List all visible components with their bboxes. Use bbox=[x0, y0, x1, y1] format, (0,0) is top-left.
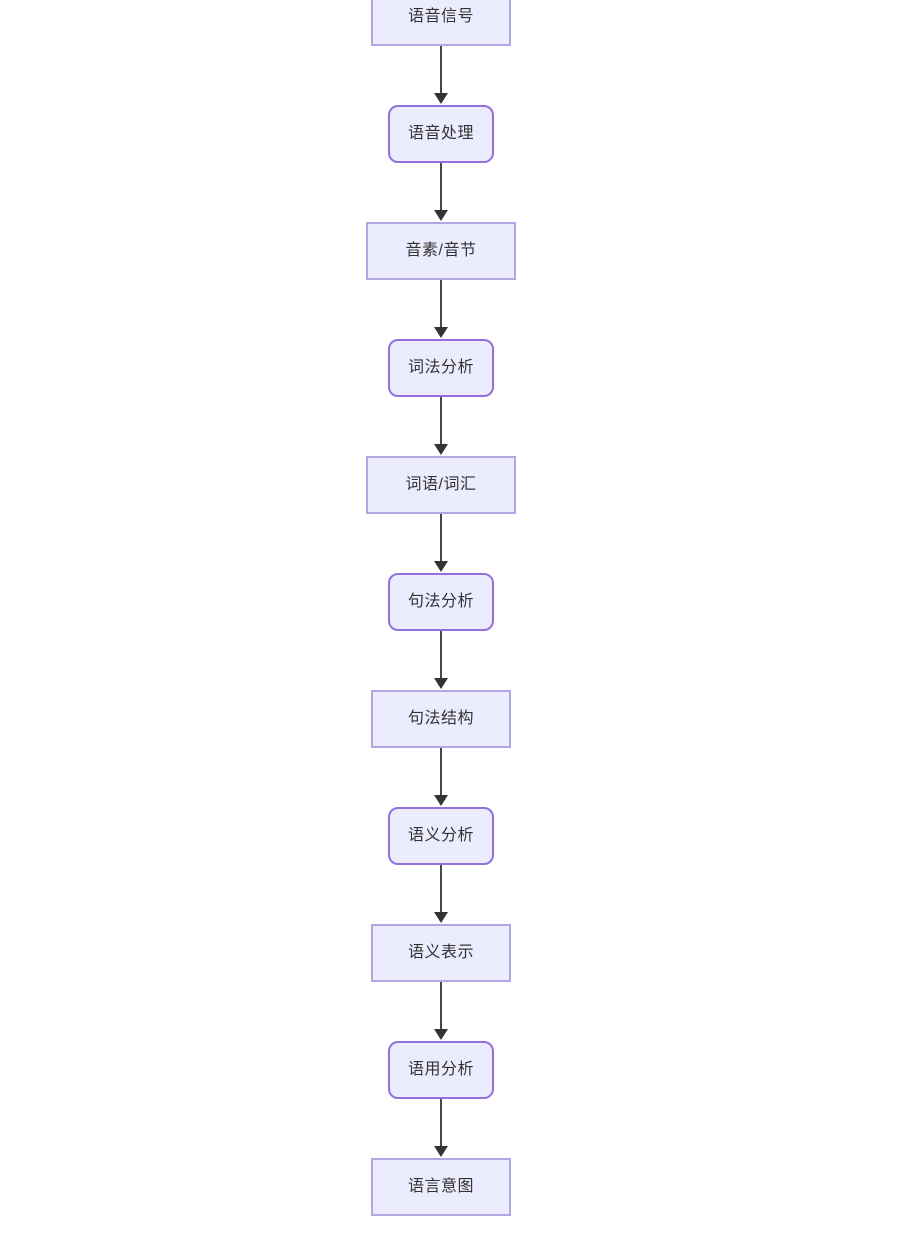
node-label: 词法分析 bbox=[407, 359, 474, 376]
edge-arrowhead bbox=[434, 210, 448, 221]
flow-node-3: 音素/音节 bbox=[366, 222, 516, 280]
flow-node-6: 句法分析 bbox=[388, 573, 494, 631]
flow-node-7: 句法结构 bbox=[371, 690, 511, 748]
node-label: 词语/词汇 bbox=[405, 476, 477, 493]
flow-node-10: 语用分析 bbox=[388, 1041, 494, 1099]
edge-arrowhead bbox=[434, 444, 448, 455]
node-label: 语音信号 bbox=[407, 8, 474, 25]
edge-arrowhead bbox=[434, 1146, 448, 1157]
flow-node-1: 语音信号 bbox=[371, 0, 511, 46]
edge-arrowhead bbox=[434, 561, 448, 572]
edge-arrowhead bbox=[434, 912, 448, 923]
flow-node-4: 词法分析 bbox=[388, 339, 494, 397]
edge-arrowhead bbox=[434, 678, 448, 689]
flow-node-9: 语义表示 bbox=[371, 924, 511, 982]
node-label: 语义分析 bbox=[407, 827, 474, 844]
node-label: 音素/音节 bbox=[405, 242, 477, 259]
node-label: 语义表示 bbox=[407, 944, 474, 961]
edge-arrowhead bbox=[434, 795, 448, 806]
node-label: 语言意图 bbox=[407, 1178, 474, 1195]
flow-node-8: 语义分析 bbox=[388, 807, 494, 865]
flow-node-11: 语言意图 bbox=[371, 1158, 511, 1216]
node-label: 句法结构 bbox=[407, 710, 474, 727]
edge-arrowhead bbox=[434, 327, 448, 338]
node-label: 句法分析 bbox=[407, 593, 474, 610]
edge-arrowhead bbox=[434, 93, 448, 104]
node-label: 语用分析 bbox=[407, 1061, 474, 1078]
edge-arrowhead bbox=[434, 1029, 448, 1040]
flow-node-5: 词语/词汇 bbox=[366, 456, 516, 514]
node-label: 语音处理 bbox=[407, 125, 474, 142]
flow-node-2: 语音处理 bbox=[388, 105, 494, 163]
